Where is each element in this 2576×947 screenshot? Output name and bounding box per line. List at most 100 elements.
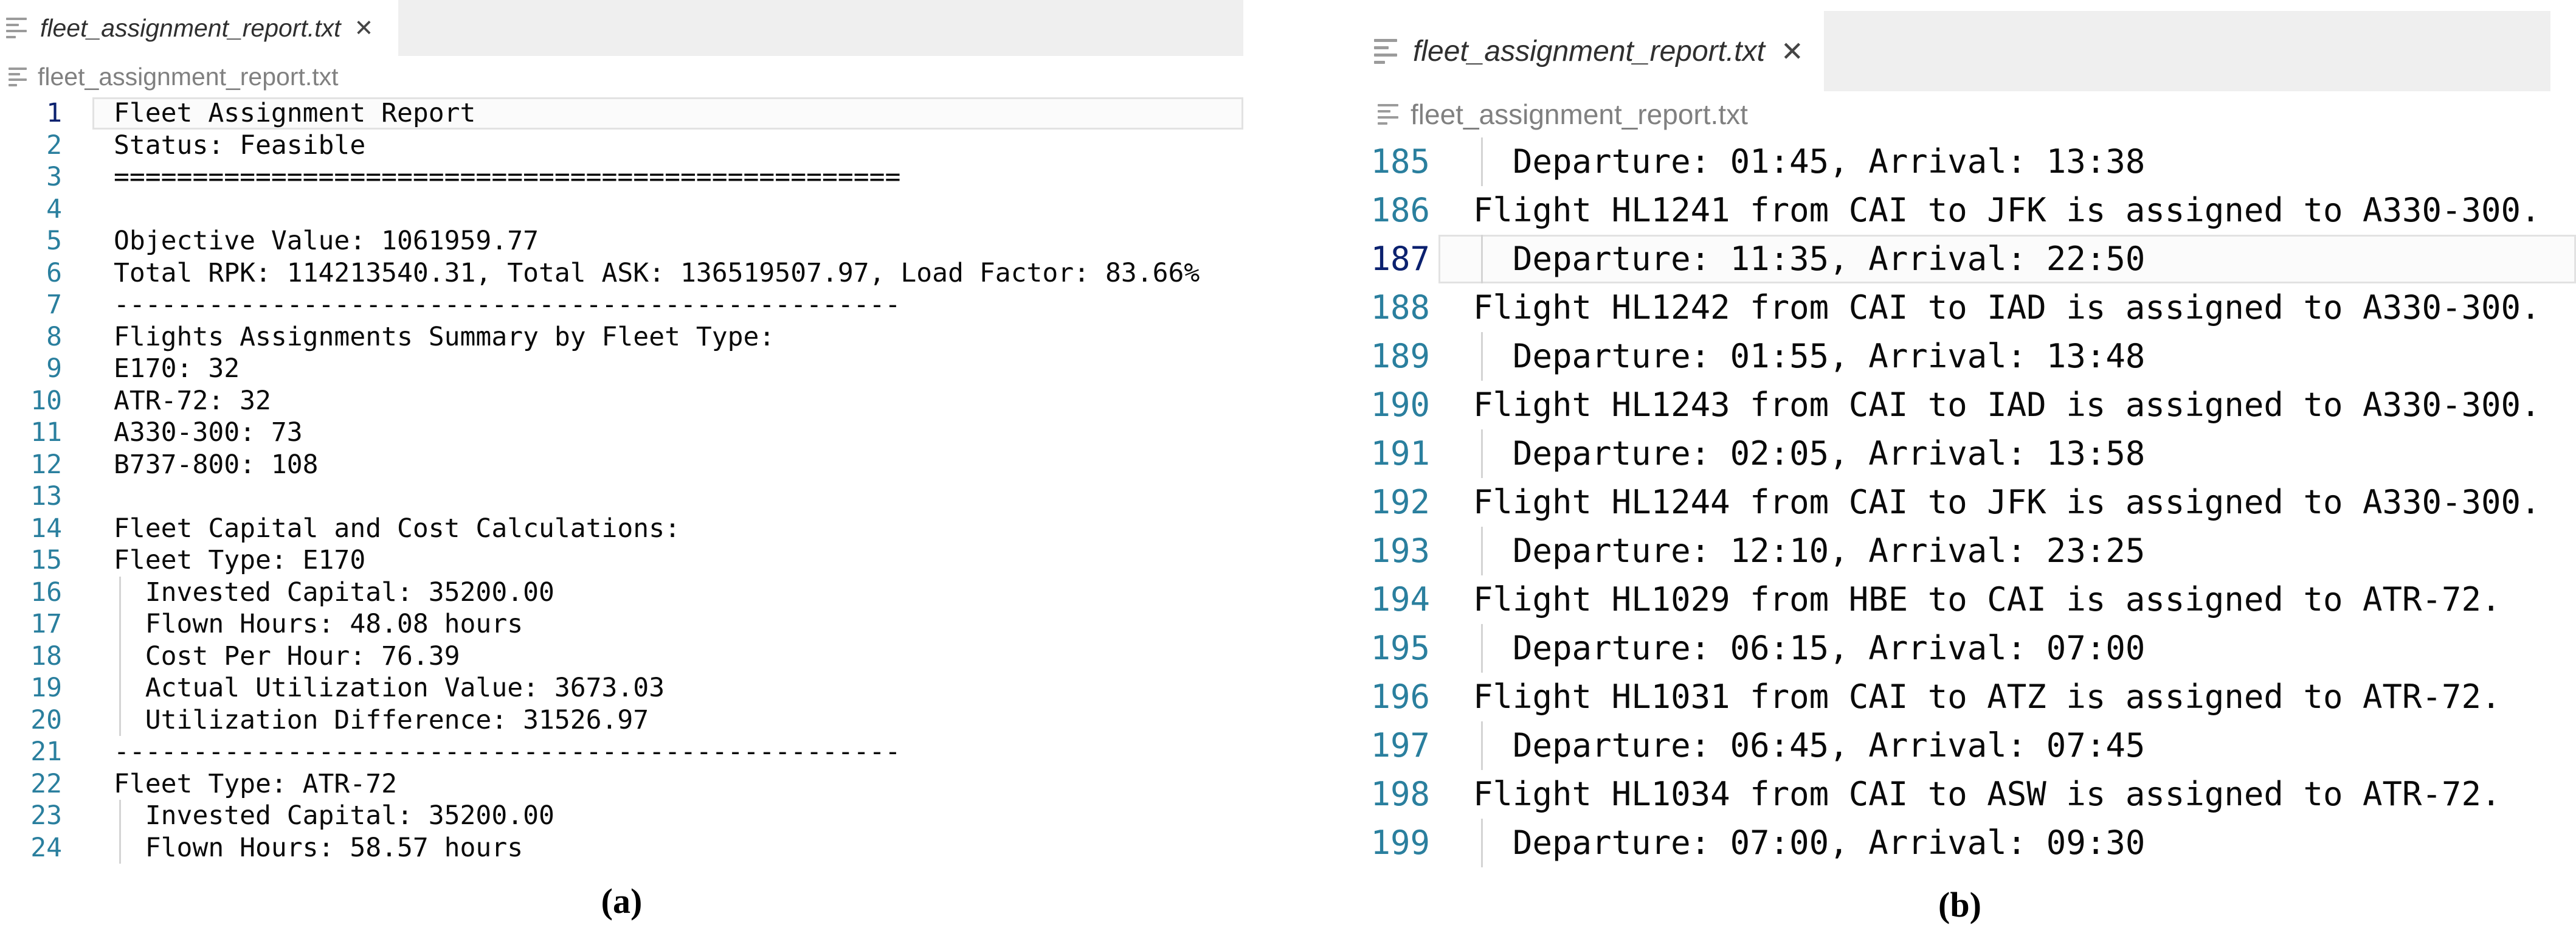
line-text: Utilization Difference: 31526.97 — [114, 704, 649, 735]
indent-guide — [1481, 235, 1483, 283]
line-number[interactable]: 6 — [46, 257, 62, 288]
figure-caption-a: (a) — [601, 881, 643, 921]
line-number[interactable]: 20 — [30, 704, 62, 735]
tab-fleet-assignment-report[interactable]: fleet_assignment_report.txt ✕ — [1344, 11, 1824, 91]
line-number[interactable]: 191 — [1370, 434, 1430, 473]
line-number[interactable]: 21 — [30, 737, 62, 767]
editor-line[interactable]: 23 Invested Capital: 35200.00 — [0, 800, 1243, 832]
indent-guide — [1481, 332, 1483, 381]
close-icon[interactable]: ✕ — [1780, 35, 1804, 68]
line-text: Flight HL1241 from CAI to JFK is assigne… — [1473, 191, 2541, 229]
tab-strip-empty — [1824, 11, 2550, 91]
line-number[interactable]: 199 — [1370, 824, 1430, 862]
line-number[interactable]: 185 — [1370, 142, 1430, 181]
editor-line[interactable]: 16 Invested Capital: 35200.00 — [0, 576, 1243, 608]
tab-fleet-assignment-report[interactable]: fleet_assignment_report.txt ✕ — [0, 0, 398, 56]
breadcrumb[interactable]: fleet_assignment_report.txt — [1344, 91, 2576, 137]
line-number[interactable]: 19 — [30, 673, 62, 703]
line-number[interactable]: 192 — [1370, 483, 1430, 521]
line-number[interactable]: 188 — [1370, 288, 1430, 327]
editor-line[interactable]: 188 Flight HL1242 from CAI to IAD is assi… — [1344, 283, 2576, 332]
line-number[interactable]: 13 — [30, 481, 62, 512]
line-number[interactable]: 15 — [30, 545, 62, 575]
editor-line[interactable]: 194 Flight HL1029 from HBE to CAI is assi… — [1344, 575, 2576, 624]
line-text: Flight HL1242 from CAI to IAD is assigne… — [1473, 288, 2541, 327]
line-text: ----------------------------------------… — [114, 290, 901, 320]
editor-line[interactable]: 4 — [0, 193, 1243, 226]
line-number[interactable]: 23 — [30, 800, 62, 831]
breadcrumb[interactable]: fleet_assignment_report.txt — [0, 56, 1243, 97]
line-number[interactable]: 14 — [30, 513, 62, 544]
line-number[interactable]: 186 — [1370, 191, 1430, 229]
line-number[interactable]: 197 — [1370, 726, 1430, 765]
line-number[interactable]: 8 — [46, 321, 62, 352]
line-number[interactable]: 189 — [1370, 337, 1430, 375]
line-number[interactable]: 3 — [46, 162, 62, 192]
line-number[interactable]: 22 — [30, 768, 62, 799]
editor-line[interactable]: 193 Departure: 12:10, Arrival: 23:25 — [1344, 527, 2576, 575]
editor-line[interactable]: 199 Departure: 07:00, Arrival: 09:30 — [1344, 819, 2576, 867]
line-number[interactable]: 1 — [46, 98, 62, 128]
indent-guide — [1481, 721, 1483, 770]
editor-line[interactable]: 185 Departure: 01:45, Arrival: 13:38 — [1344, 137, 2576, 186]
editor-line[interactable]: 195 Departure: 06:15, Arrival: 07:00 — [1344, 624, 2576, 673]
editor-line[interactable]: 3=======================================… — [0, 161, 1243, 193]
text-file-icon — [9, 64, 27, 89]
line-number[interactable]: 187 — [1370, 240, 1430, 278]
line-number[interactable]: 193 — [1370, 532, 1430, 570]
editor-line[interactable]: 21--------------------------------------… — [0, 736, 1243, 768]
editor-line[interactable]: 17 Flown Hours: 48.08 hours — [0, 608, 1243, 640]
line-text: Flown Hours: 58.57 hours — [114, 832, 523, 863]
editor-line[interactable]: 197 Departure: 06:45, Arrival: 07:45 — [1344, 721, 2576, 770]
editor-line[interactable]: 7 ---------------------------------------… — [0, 289, 1243, 321]
editor-line[interactable]: 189 Departure: 01:55, Arrival: 13:48 — [1344, 332, 2576, 381]
line-number[interactable]: 11 — [30, 417, 62, 448]
editor-line[interactable]: 186 Flight HL1241 from CAI to JFK is assi… — [1344, 186, 2576, 235]
line-text: Departure: 06:15, Arrival: 07:00 — [1473, 629, 2146, 667]
line-number[interactable]: 7 — [46, 290, 62, 320]
line-number[interactable]: 17 — [30, 609, 62, 639]
editor-line[interactable]: 20 Utilization Difference: 31526.97 — [0, 704, 1243, 736]
line-number[interactable]: 16 — [30, 577, 62, 608]
line-number[interactable]: 5 — [46, 226, 62, 256]
line-text: Flight HL1243 from CAI to IAD is assigne… — [1473, 386, 2541, 424]
line-number[interactable]: 196 — [1370, 678, 1430, 716]
editor-line[interactable]: 13 — [0, 480, 1243, 513]
line-number[interactable]: 198 — [1370, 775, 1430, 813]
line-number[interactable]: 194 — [1370, 580, 1430, 619]
line-text: Flight HL1029 from HBE to CAI is assigne… — [1473, 580, 2501, 619]
line-number[interactable]: 18 — [30, 640, 62, 671]
editor-line[interactable]: 24 Flown Hours: 58.57 hours — [0, 831, 1243, 864]
line-number[interactable]: 9 — [46, 353, 62, 384]
line-number[interactable]: 24 — [30, 832, 62, 863]
editor-line[interactable]: 190 Flight HL1243 from CAI to IAD is assi… — [1344, 381, 2576, 429]
line-number[interactable]: 190 — [1370, 386, 1430, 424]
editor-line[interactable]: 18 Cost Per Hour: 76.39 — [0, 640, 1243, 672]
line-number[interactable]: 12 — [30, 449, 62, 480]
indent-guide — [1481, 819, 1483, 867]
line-number[interactable]: 4 — [46, 193, 62, 224]
editor-line[interactable]: 191 Departure: 02:05, Arrival: 13:58 — [1344, 429, 2576, 478]
editor-line[interactable]: 19 Actual Utilization Value: 3673.03 — [0, 672, 1243, 704]
close-icon[interactable]: ✕ — [354, 15, 374, 41]
line-number[interactable]: 10 — [30, 385, 62, 416]
line-number[interactable]: 195 — [1370, 629, 1430, 667]
editor-line[interactable]: 187 Departure: 11:35, Arrival: 22:50 — [1344, 235, 2576, 283]
line-number[interactable]: 2 — [46, 130, 62, 161]
tab-strip-empty — [398, 0, 1243, 56]
